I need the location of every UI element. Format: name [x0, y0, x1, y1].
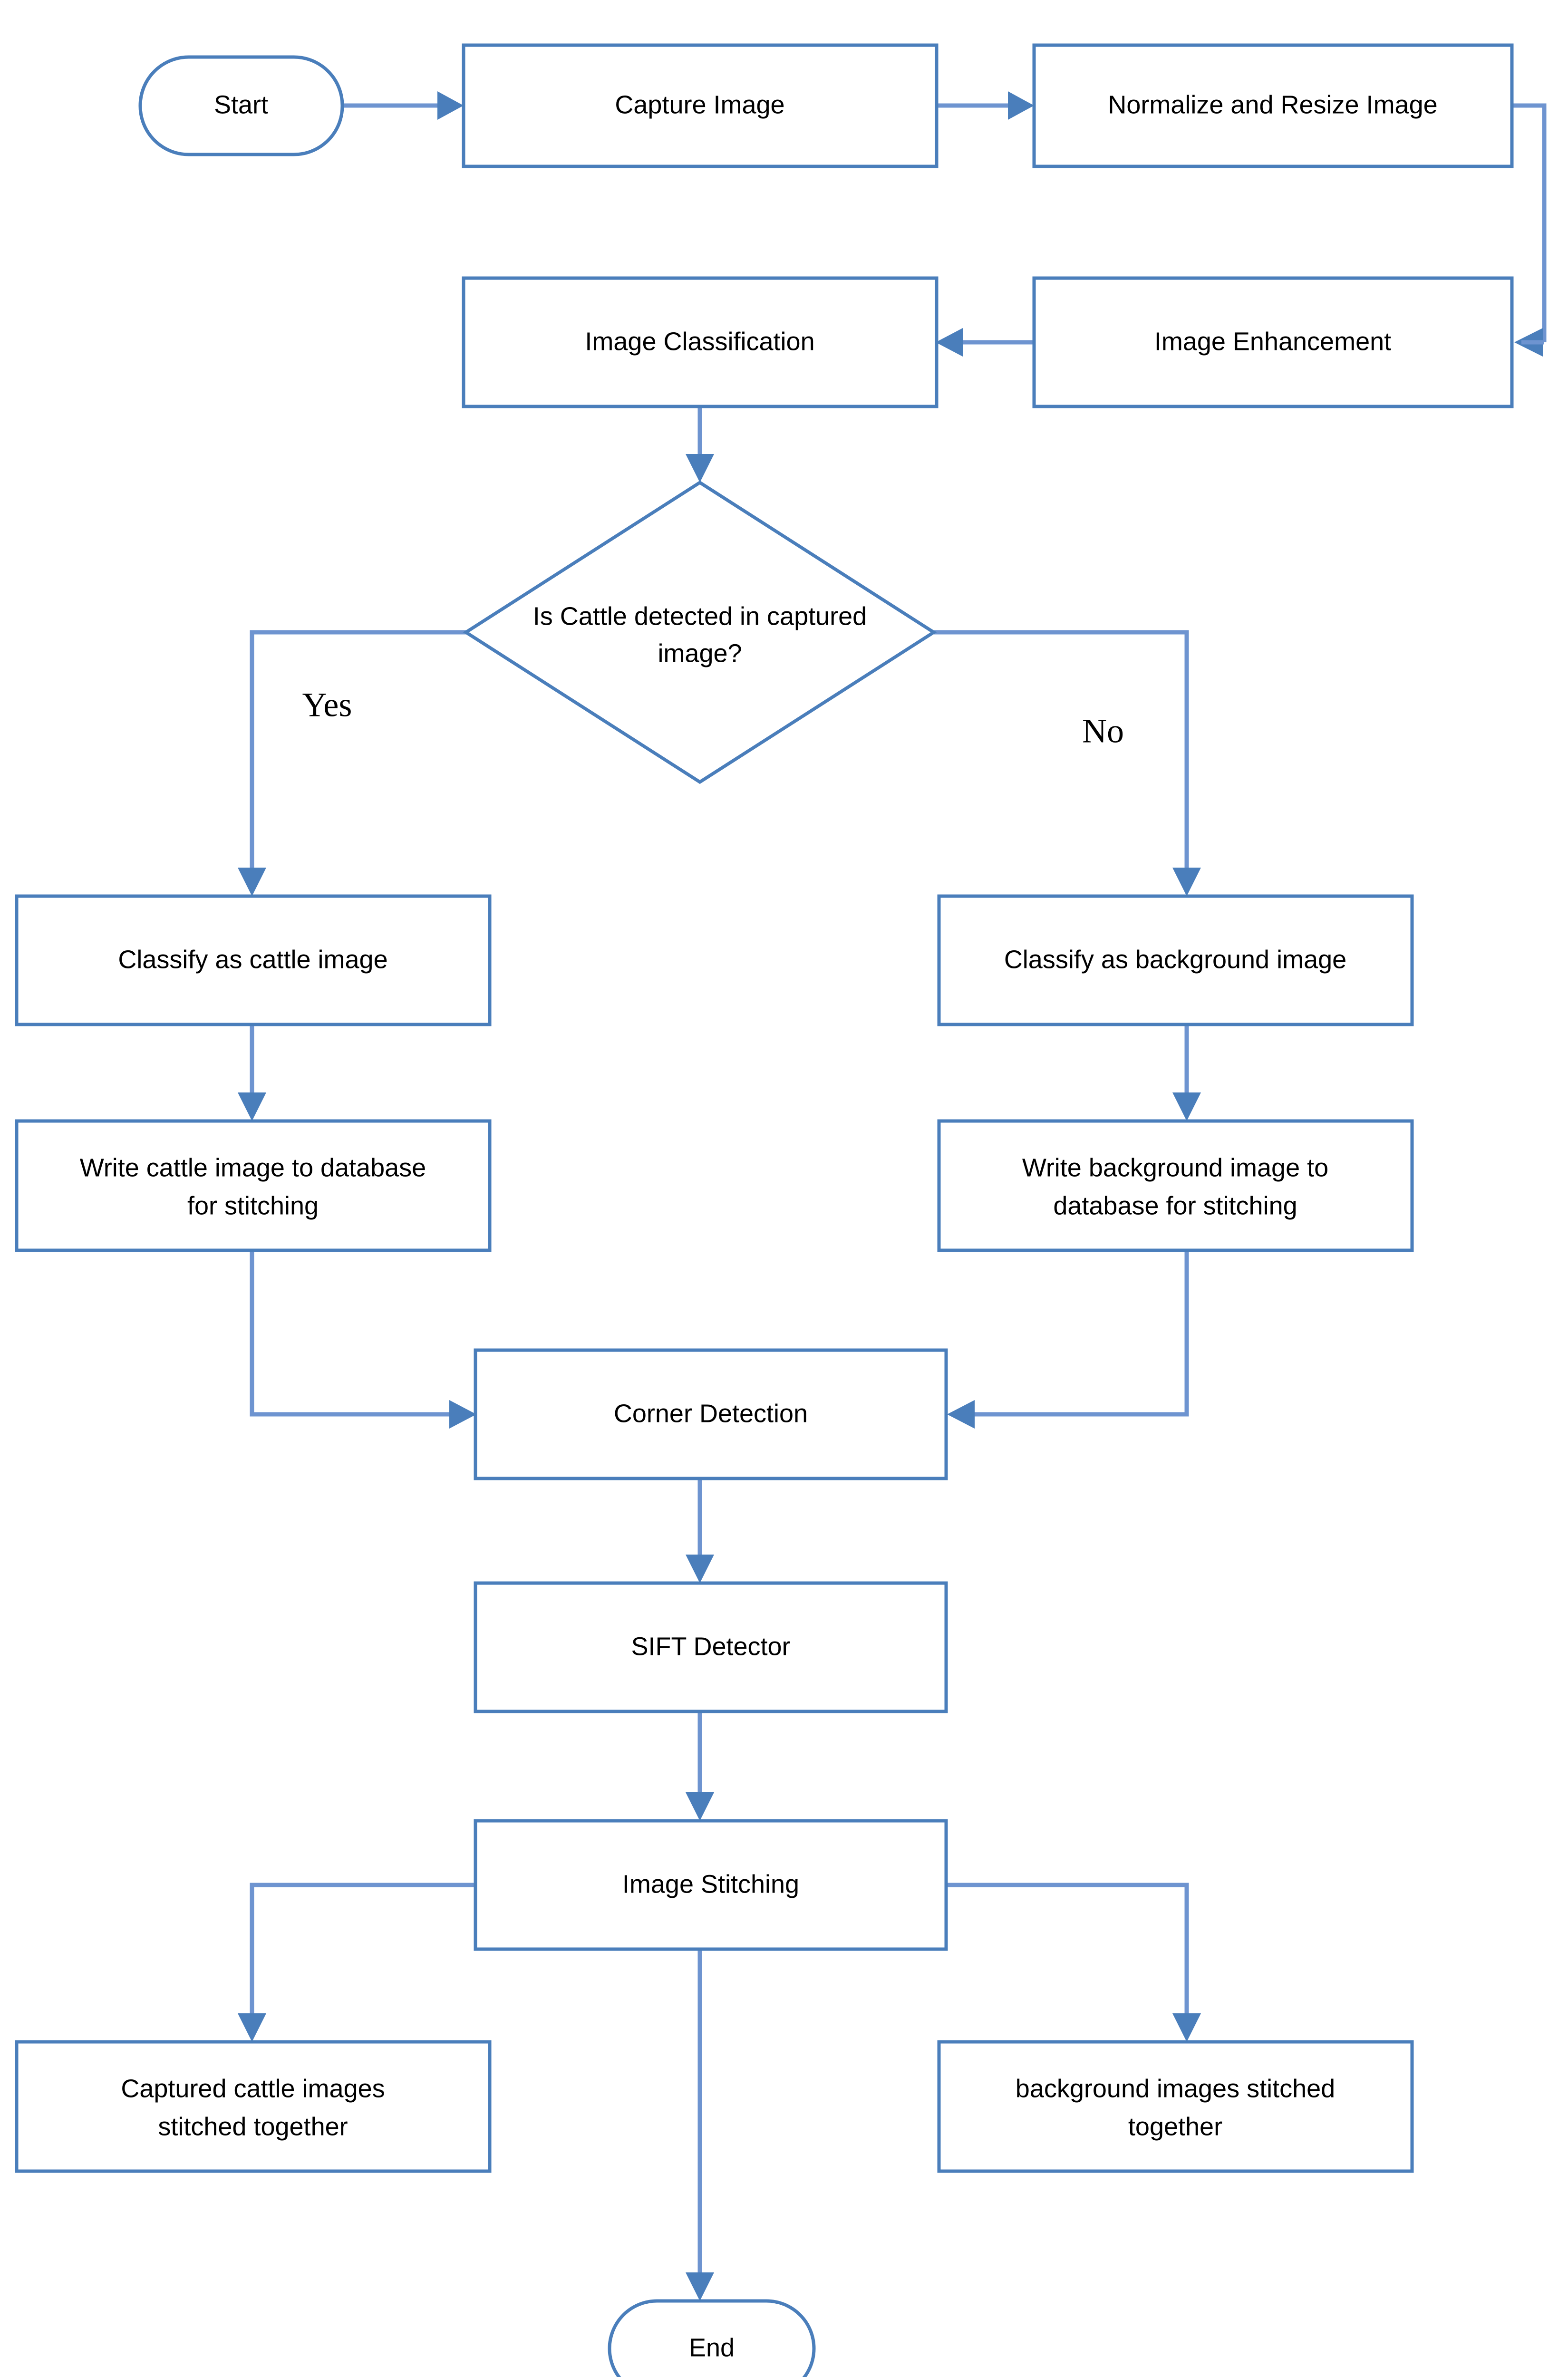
edge-corner-to-sift: [686, 1478, 714, 1583]
edge-write-background-to-corner: [947, 1250, 1189, 1429]
node-corner-detection-label: Corner Detection: [614, 1399, 808, 1428]
node-image-stitching[interactable]: Image Stitching: [474, 1819, 948, 1951]
node-cattle-stitched-line1: Captured cattle images: [121, 2074, 385, 2103]
edge-normalize-to-enhancement: [1512, 103, 1547, 357]
edge-enhancement-to-classification: [936, 328, 1034, 357]
edge-start-to-capture: [342, 91, 464, 120]
edge-label-yes: Yes: [302, 686, 352, 724]
node-classify-cattle-label: Classify as cattle image: [118, 945, 387, 974]
edge-stitching-to-background-result: [946, 1883, 1201, 2042]
node-write-background-line1: Write background image to: [1022, 1153, 1328, 1182]
edge-classification-to-decision: [686, 406, 714, 483]
node-classify-background-label: Classify as background image: [1004, 945, 1346, 974]
node-background-stitched-line2: together: [1128, 2112, 1222, 2141]
node-classify-cattle[interactable]: Classify as cattle image: [15, 894, 492, 1026]
node-image-enhancement-label: Image Enhancement: [1154, 327, 1391, 356]
edge-write-cattle-to-corner: [250, 1250, 476, 1429]
node-image-enhancement[interactable]: Image Enhancement: [1032, 276, 1514, 408]
node-capture-image[interactable]: Capture Image: [462, 43, 939, 168]
node-classify-background[interactable]: Classify as background image: [937, 894, 1414, 1026]
node-write-cattle[interactable]: Write cattle image to database for stitc…: [15, 1119, 492, 1252]
node-sift-detector-label: SIFT Detector: [631, 1632, 790, 1661]
edge-decision-no: [934, 630, 1201, 896]
node-write-background[interactable]: Write background image to database for s…: [937, 1119, 1414, 1252]
node-capture-image-label: Capture Image: [615, 90, 784, 119]
edge-stitching-to-end: [686, 1949, 714, 2301]
node-end[interactable]: End: [608, 2299, 816, 2377]
node-write-background-line2: database for stitching: [1053, 1191, 1297, 1220]
node-background-stitched[interactable]: background images stitched together: [937, 2040, 1414, 2173]
node-sift-detector[interactable]: SIFT Detector: [474, 1581, 948, 1713]
node-write-cattle-line1: Write cattle image to database: [80, 1153, 426, 1182]
edge-stitching-to-cattle-result: [238, 1883, 475, 2042]
edge-sift-to-stitching: [686, 1711, 714, 1821]
node-start[interactable]: Start: [138, 55, 344, 156]
node-decision-line2: image?: [658, 639, 742, 667]
node-decision-line1: Is Cattle detected in captured: [533, 602, 867, 630]
node-cattle-stitched-line2: stitched together: [158, 2112, 348, 2141]
node-cattle-stitched[interactable]: Captured cattle images stitched together: [15, 2040, 492, 2173]
edge-classify-background-to-write: [1172, 1024, 1201, 1121]
node-end-label: End: [689, 2333, 735, 2362]
edge-capture-to-normalize: [937, 91, 1034, 120]
node-normalize-resize[interactable]: Normalize and Resize Image: [1032, 43, 1514, 168]
node-background-stitched-line1: background images stitched: [1016, 2074, 1335, 2103]
node-decision-cattle-detected[interactable]: Is Cattle detected in captured image?: [463, 480, 937, 784]
node-image-classification-label: Image Classification: [585, 327, 814, 356]
node-write-cattle-line2: for stitching: [187, 1191, 319, 1220]
edge-decision-yes: [238, 630, 466, 896]
edge-label-no: No: [1082, 712, 1124, 750]
node-image-classification[interactable]: Image Classification: [462, 276, 939, 408]
node-image-stitching-label: Image Stitching: [622, 1870, 799, 1898]
node-corner-detection[interactable]: Corner Detection: [474, 1348, 948, 1480]
edge-classify-cattle-to-write: [238, 1024, 266, 1121]
node-start-label: Start: [214, 90, 268, 119]
node-normalize-resize-label: Normalize and Resize Image: [1108, 90, 1437, 119]
